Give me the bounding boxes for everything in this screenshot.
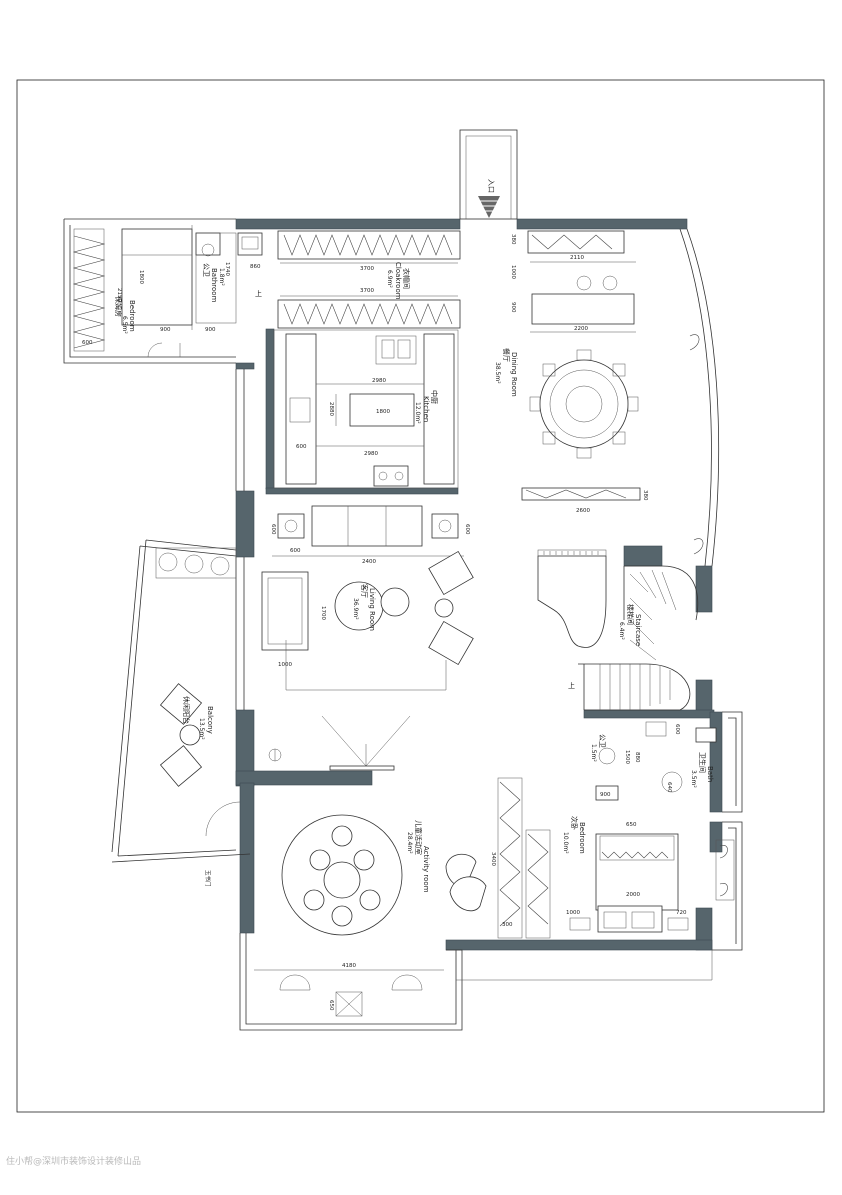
dim-3400: 3400 <box>490 852 496 866</box>
label-activity-en: Activity room <box>422 846 430 893</box>
entrance-label: 入口 <box>487 179 495 193</box>
dim-880: 880 <box>634 752 640 763</box>
dim-600a: 600 <box>82 340 93 346</box>
label-bedroom-cn: 次卧 <box>570 816 579 830</box>
dim-2980b: 2980 <box>364 451 378 457</box>
label-dining-area: 38.5m² <box>494 362 501 384</box>
label-kitchen-area: 12.0m² <box>414 402 421 424</box>
dim-3700b: 3700 <box>360 288 374 294</box>
label-staircase-cn: 楼梯间 <box>626 604 635 625</box>
dim-720: 720 <box>676 910 687 916</box>
dim-1000c: 1000 <box>566 910 580 916</box>
dim-1800: 1800 <box>376 409 390 415</box>
dim-650a: 650 <box>328 1000 334 1011</box>
label-kitchen-cn: 中厨 <box>430 390 439 404</box>
dim-2980a: 2980 <box>372 378 386 384</box>
label-living-area: 36.9m² <box>352 598 359 620</box>
dim-860: 860 <box>250 264 261 270</box>
label-bedroom-area: 10.0m² <box>562 832 569 854</box>
dim-380b: 380 <box>642 490 648 501</box>
dim-2400: 2400 <box>362 559 376 565</box>
walls <box>63 218 743 1031</box>
dim-2110: 2110 <box>570 255 584 261</box>
entrance-arrow-icon <box>478 196 500 218</box>
label-nanny-room-cn: 保姆房 <box>114 296 123 317</box>
label-staircase-en: Staircase <box>634 614 642 646</box>
dim-640: 640 <box>666 782 672 793</box>
piano-staircase: 上 楼梯间 Staircase 6.4m² <box>537 549 699 711</box>
label-dining-en: Dining Room <box>510 352 518 397</box>
dim-2150: 2150 <box>116 288 122 302</box>
dim-1000b: 1000 <box>278 662 292 668</box>
mark-up-b: 上 <box>568 681 575 690</box>
kitchen: 2980 1800 2880 600 2980 中厨 Kitchen 12.0m… <box>273 329 459 489</box>
dim-380a: 380 <box>510 234 516 245</box>
label-staircase-area: 6.4m² <box>618 622 625 640</box>
dim-600c: 600 <box>290 548 301 554</box>
label-dining-cn: 餐厅 <box>502 348 511 362</box>
label-living-en: Living Room <box>368 588 376 631</box>
label-public-bath-area: 1.5m² <box>590 744 597 762</box>
nanny-room: 保姆房 Bedroom 6.5m² 公卫 Bathroom 1.8m² 1800… <box>72 225 263 358</box>
dim-900a: 900 <box>160 327 171 333</box>
dim-1700: 1700 <box>320 606 326 620</box>
label-balcony-area: 13.5m² <box>198 718 205 740</box>
dining-room: 2110 2200 1000 380 900 2600 380 餐厅 Dinin… <box>494 228 720 567</box>
label-nanny-room-area: 6.5m² <box>121 316 128 334</box>
label-bath-area: 3.5m² <box>690 770 697 788</box>
dim-900b: 900 <box>205 327 216 333</box>
mark-up-a: 上 <box>255 289 262 298</box>
label-activity-cn: 儿童活动室 <box>414 820 423 855</box>
label-cloakroom-en: Cloakroom <box>394 262 402 300</box>
dim-300: 300 <box>502 922 513 928</box>
label-bath-top-cn: 公卫 <box>202 263 210 277</box>
label-balcony-cn: 休闲阳台 <box>182 696 191 724</box>
dim-2600: 2600 <box>576 508 590 514</box>
label-bath-cn: 卫生间 <box>698 752 707 773</box>
dim-650b: 650 <box>626 822 637 828</box>
dim-600d: 600 <box>270 524 276 535</box>
dim-900c: 900 <box>510 302 516 313</box>
entrance: 入口 <box>459 129 518 220</box>
dim-2880: 2880 <box>328 402 334 416</box>
label-door-note: 玉书门 <box>204 870 212 887</box>
dim-900d: 900 <box>600 792 611 798</box>
dim-1500: 1500 <box>624 750 630 764</box>
dim-1740: 1740 <box>224 262 230 276</box>
label-kitchen-en: Kitchen <box>422 396 430 422</box>
cloakroom: 3700 3700 衣帽间 Cloakroom 6.9m² <box>277 230 461 329</box>
dim-2200: 2200 <box>574 326 588 332</box>
label-bath-top-area: 1.8m² <box>218 268 225 286</box>
balcony: 休闲阳台 Balcony 13.5m² 玉书门 <box>111 539 251 887</box>
label-cloakroom-cn: 衣帽间 <box>402 268 411 289</box>
label-bedroom-en: Bedroom <box>578 822 586 854</box>
dim-600e: 600 <box>464 524 470 535</box>
dim-4180: 4180 <box>342 963 356 969</box>
activity-room: 4180 650 3400 300 儿童活动室 Activity room 28… <box>254 777 523 1017</box>
dim-600f: 600 <box>674 724 680 735</box>
watermark: 住小帮@深圳市装饰设计装修山品 <box>6 1157 142 1167</box>
label-living-cn: 客厅 <box>360 584 369 598</box>
dim-1000a: 1000 <box>510 265 516 279</box>
label-balcony-en: Balcony <box>206 706 214 734</box>
drawing-frame <box>16 79 825 1113</box>
dim-2000: 2000 <box>626 892 640 898</box>
label-bath-en: Bath <box>706 766 714 782</box>
living-room: 2400 600 600 600 1700 1000 客厅 Living Roo… <box>261 505 474 771</box>
bedroom-baths: 650 2000 1000 720 次卧 Bedroom 10.0m² 1500… <box>525 721 735 939</box>
label-cloakroom-area: 6.9m² <box>386 270 393 288</box>
label-activity-area: 28.4m² <box>406 832 413 854</box>
label-bath-top-en: Bathroom <box>210 268 218 303</box>
label-public-bath-cn: 公卫 <box>598 734 606 748</box>
label-nanny-room-en: Bedroom <box>128 300 136 332</box>
dim-1800v: 1800 <box>138 270 144 284</box>
dim-600b: 600 <box>296 444 307 450</box>
dim-3700a: 3700 <box>360 266 374 272</box>
